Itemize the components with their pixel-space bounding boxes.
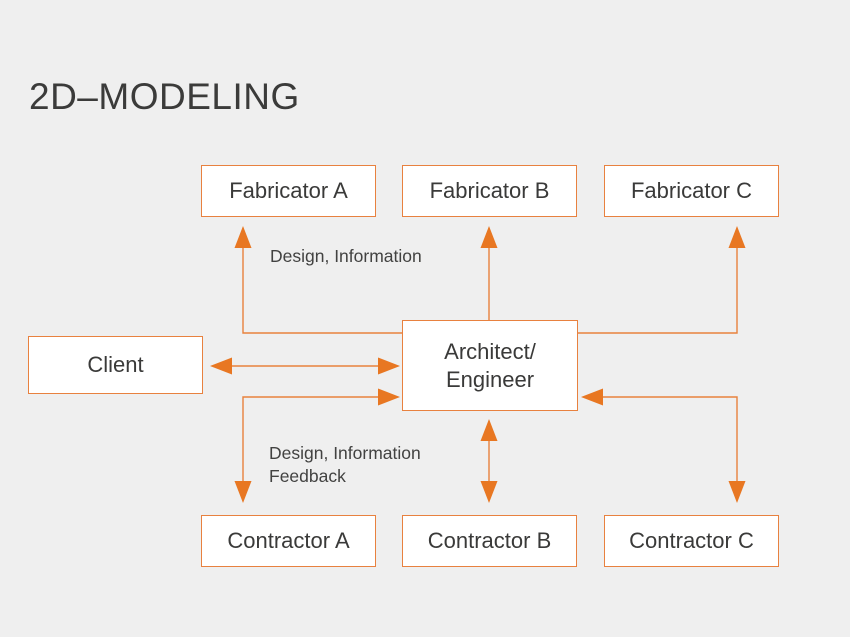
node-label: Fabricator C [630,178,753,204]
node-fabricator-b: Fabricator B [402,165,577,217]
node-fabricator-c: Fabricator C [604,165,779,217]
node-label: Architect/ Engineer [444,339,536,392]
arrowhead-down-icon [480,481,498,503]
arrowhead-up-icon [234,226,252,248]
arrowhead-up-icon [480,419,498,441]
connector-architect-contractor-c [581,388,746,503]
page-title: 2D–MODELING [29,76,300,117]
node-label: Fabricator A [229,178,348,204]
connector-line [603,396,738,481]
connector-line [242,396,378,481]
connector-architect-to-fabricator-c [578,226,746,334]
connector-client-architect [210,357,400,375]
arrowhead-left-icon [581,388,603,406]
connector-architect-contractor-b [480,419,498,503]
node-contractor-c: Contractor C [604,515,779,567]
connector-line [242,248,402,334]
node-label: Contractor A [227,528,350,554]
node-label: Contractor C [629,528,754,554]
connector-architect-to-fabricator-a [234,226,402,334]
connector-architect-contractor-a [234,388,400,503]
node-label: Fabricator B [429,178,550,204]
edge-label-contractors: Design, Information Feedback [269,443,421,486]
node-architect-engineer: Architect/ Engineer [402,320,578,411]
arrowhead-right-icon [378,388,400,406]
connector-line [578,248,738,334]
node-label: Client [87,352,144,378]
connector-architect-to-fabricator-b [480,226,498,320]
arrowhead-down-icon [728,481,746,503]
node-fabricator-a: Fabricator A [201,165,376,217]
arrowhead-down-icon [234,481,252,503]
edge-label-fabricators: Design, Information [270,246,422,266]
arrowhead-up-icon [728,226,746,248]
node-contractor-b: Contractor B [402,515,577,567]
node-label: Contractor B [427,528,552,554]
node-contractor-a: Contractor A [201,515,376,567]
arrowhead-left-icon [210,357,232,375]
node-client: Client [28,336,203,394]
arrowhead-up-icon [480,226,498,248]
arrowhead-right-icon [378,357,400,375]
